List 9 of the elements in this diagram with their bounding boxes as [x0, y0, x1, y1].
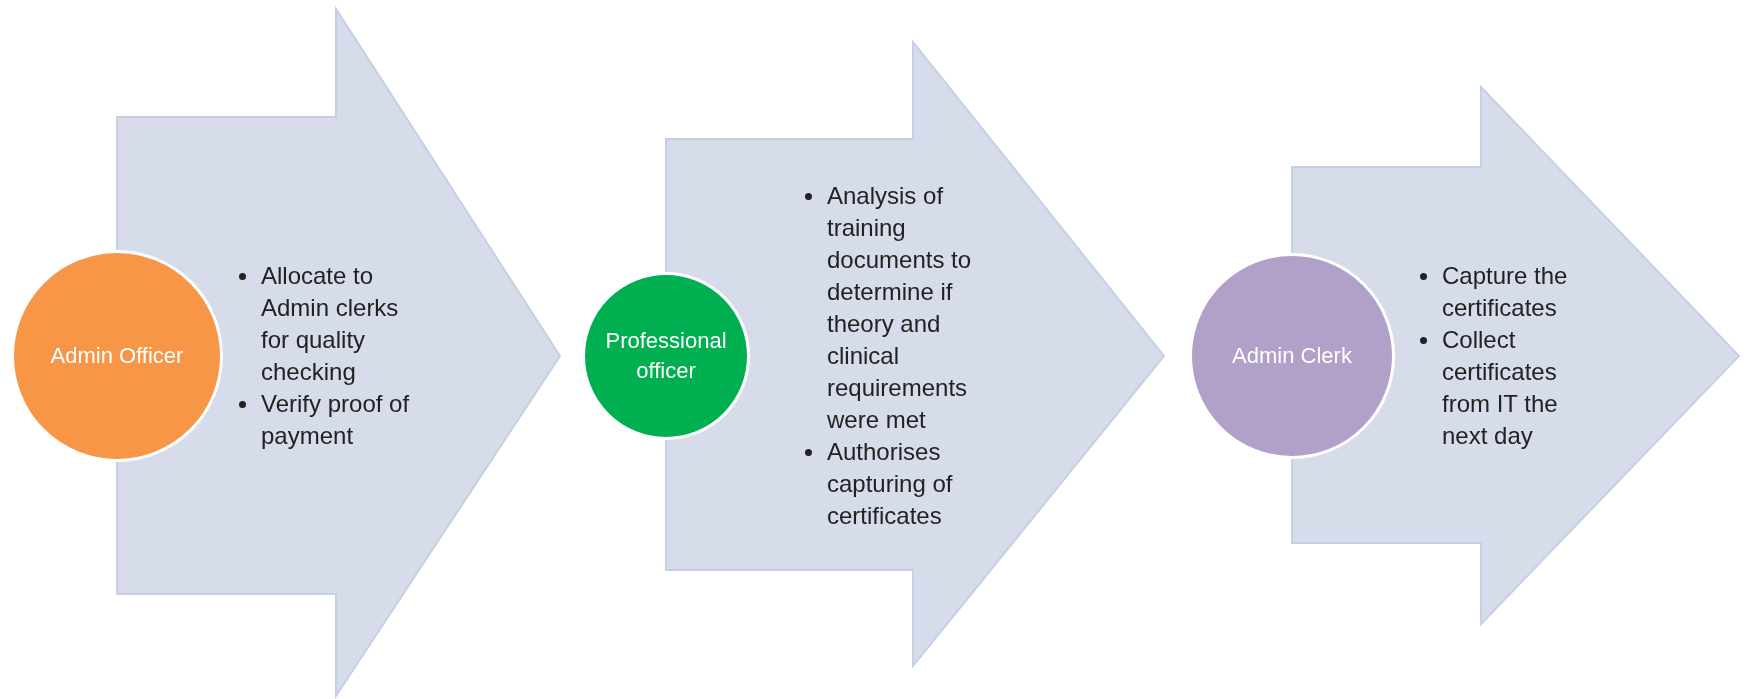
bullet-text: Verify proof of payment: [261, 390, 410, 449]
bullet-text: Allocate to Admin clerks for quality checking: [261, 262, 399, 385]
bullet-text: Collect certificates from IT the next day: [1442, 326, 1558, 449]
bullet-text: Authorises capturing of certificates: [827, 438, 953, 529]
bullet-text: Capture the certificates: [1442, 262, 1568, 321]
role-label: Admin Officer: [50, 342, 184, 370]
bullet-text: Analysis of training documents to determine if theory and clinical requirements were met: [827, 182, 972, 433]
role-label: Admin Clerk: [1232, 342, 1352, 370]
role-label: Professional officer: [604, 327, 728, 385]
